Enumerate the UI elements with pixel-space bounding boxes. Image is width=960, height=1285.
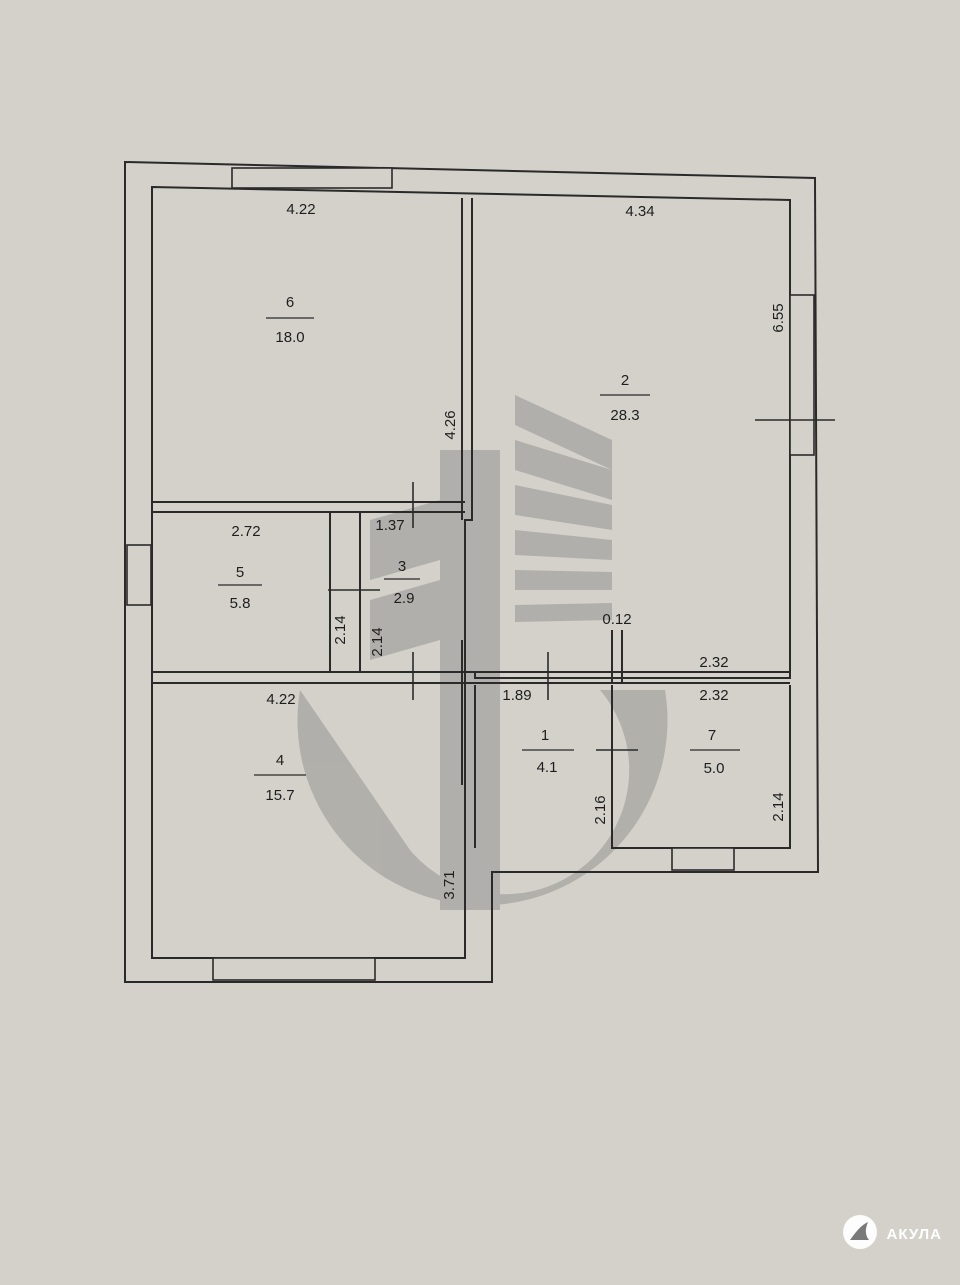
room-number: 2 (621, 372, 629, 389)
dim-room3-top: 1.37 (375, 517, 404, 534)
room-number: 7 (708, 727, 716, 744)
dim-room2-bottom: 2.32 (699, 654, 728, 671)
door-marks (328, 419, 835, 751)
room-number: 4 (276, 752, 284, 769)
room-area: 5.0 (704, 760, 725, 777)
dim-gap: 0.12 (602, 611, 631, 628)
window-bottom-room7 (671, 847, 735, 871)
room-number: 6 (286, 294, 294, 311)
room-5-label: 5 5.8 (218, 564, 262, 612)
room-area: 4.1 (537, 759, 558, 776)
room-1-label: 1 4.1 (522, 727, 574, 776)
dim-room5-side: 2.14 (332, 615, 349, 644)
dim-room2-top: 4.34 (625, 203, 654, 220)
dim-room7-right: 2.14 (770, 792, 787, 821)
dim-room6-top: 4.22 (286, 201, 315, 218)
room-area: 15.7 (265, 787, 294, 804)
dimension-labels: 4.22 4.34 6.55 4.26 2.72 1.37 2.14 2.14 … (231, 201, 787, 900)
dim-room4-right: 3.71 (441, 870, 458, 899)
dim-hall-width: 1.89 (502, 687, 531, 704)
room-area: 28.3 (610, 407, 639, 424)
brand-name: АКУЛА (886, 1226, 942, 1243)
room-2-label: 2 28.3 (600, 372, 650, 424)
shark-fin-icon (841, 1213, 879, 1256)
dim-room4-top: 4.22 (266, 691, 295, 708)
room-7-label: 7 5.0 (690, 727, 740, 777)
room-number: 3 (398, 558, 406, 575)
room-3-label: 3 2.9 (384, 558, 420, 607)
room-labels: 6 18.0 2 28.3 5 5.8 3 2.9 1 4.1 7 5.0 (218, 294, 740, 804)
room-6-label: 6 18.0 (266, 294, 314, 346)
window-bottom-room4 (212, 957, 376, 981)
windows (126, 167, 815, 981)
window-left-room5 (126, 544, 152, 606)
watermark-building-icon (297, 395, 668, 910)
room-4-label: 4 15.7 (254, 752, 306, 804)
dim-hall-side: 2.16 (592, 795, 609, 824)
room-number: 5 (236, 564, 244, 581)
dim-room6-right: 4.26 (442, 410, 459, 439)
brand-watermark: АКУЛА (841, 1213, 942, 1256)
window-top-room6 (231, 167, 393, 189)
dim-room7-top: 2.32 (699, 687, 728, 704)
window-right-room2 (789, 294, 815, 456)
room-area: 5.8 (230, 595, 251, 612)
room-number: 1 (541, 727, 549, 744)
room-area: 2.9 (394, 590, 415, 607)
dim-room5-top: 2.72 (231, 523, 260, 540)
dim-room2-right: 6.55 (770, 303, 787, 332)
dim-room3-side: 2.14 (369, 627, 386, 656)
room-area: 18.0 (275, 329, 304, 346)
